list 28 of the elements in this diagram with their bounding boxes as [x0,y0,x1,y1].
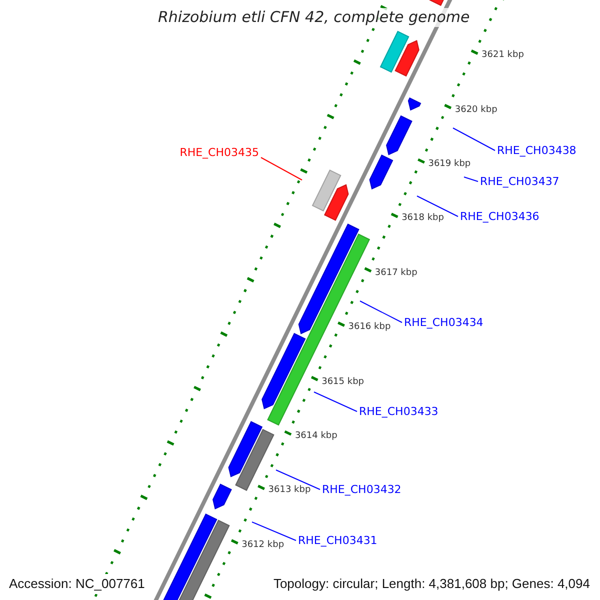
scale-label: 3612 kbp [242,540,284,551]
leader-line [452,128,496,151]
leader-line [260,157,302,180]
scale-label: 3617 kbp [374,268,418,279]
gene-label: RHE_CH03434 [404,316,484,329]
leader-line [252,522,296,541]
scale-label: 3616 kbp [348,322,391,334]
scale-label: 3614 kbp [294,431,338,442]
gene-label: RHE_CH03435 [180,146,259,159]
leader-line [276,470,320,490]
gene-label: RHE_CH03431 [298,534,378,547]
gene-label: RHE_CH03438 [497,144,576,157]
leader-line [314,392,358,412]
gene-label: RHE_CH03437 [480,175,560,188]
scale-label: 3621 kbp [482,50,524,62]
scale-label: 3620 kbp [454,104,498,116]
leader-line [416,196,458,217]
leader-line [464,176,478,182]
scale-label: 3618 kbp [402,213,444,224]
scale-label: 3613 kbp [268,485,311,496]
scale-label: 3615 kbp [322,376,364,388]
title: Rhizobium etli CFN 42, complete genome [156,8,472,27]
leader-line [360,300,402,323]
accession-text: Accession: NC_007761 [9,574,145,594]
gene-label: RHE_CH03433 [359,405,438,418]
gene-label: RHE_CH03436 [460,210,540,223]
gene-label: RHE_CH03432 [322,483,402,496]
scale-label: 3619 kbp [428,159,471,170]
